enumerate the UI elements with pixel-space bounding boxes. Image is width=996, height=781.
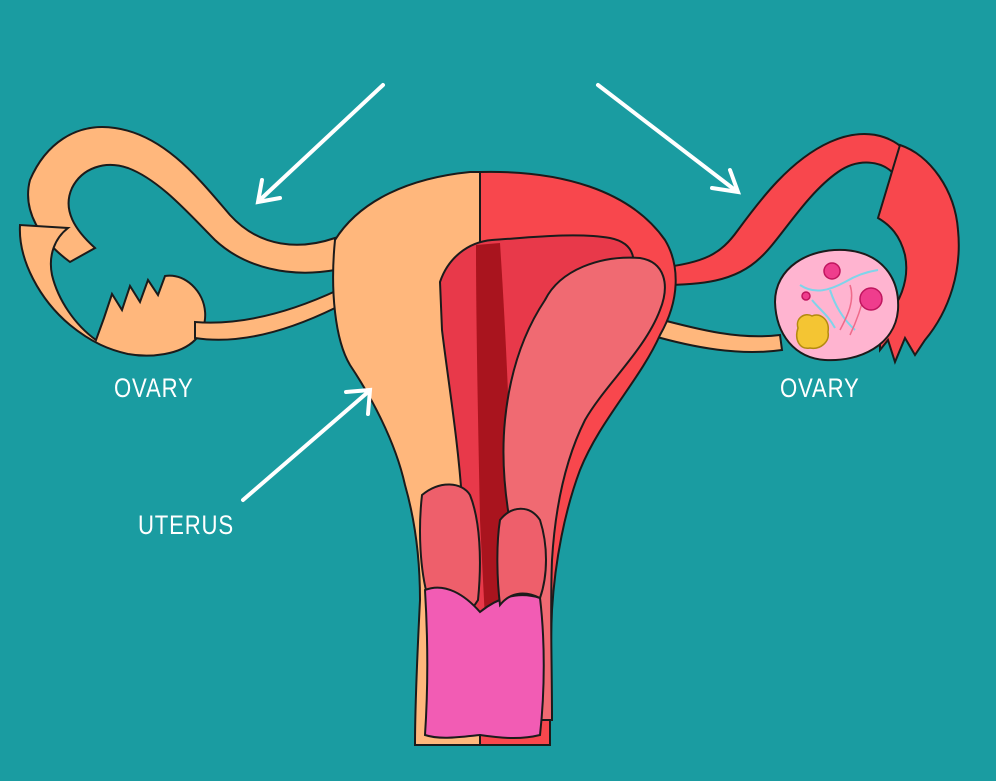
follicle-tiny bbox=[801, 291, 811, 301]
label-ovary-left: OVARY bbox=[114, 373, 194, 403]
cervix-right bbox=[496, 507, 547, 608]
label-uterus: UTERUS bbox=[138, 510, 234, 540]
left-fallopian-tube bbox=[27, 126, 336, 274]
uterine-wall-right bbox=[502, 256, 666, 721]
arrow-left-tube bbox=[255, 83, 385, 205]
corpus-luteum bbox=[796, 314, 829, 350]
left-fimbriae bbox=[18, 223, 207, 357]
vaginal-canal bbox=[423, 586, 545, 739]
right-ovary bbox=[773, 248, 900, 362]
right-ovarian-ligament bbox=[648, 316, 784, 354]
follicle-small bbox=[823, 262, 841, 280]
follicle-large bbox=[859, 287, 883, 311]
ovary-blood-vessels bbox=[799, 269, 879, 331]
label-ovary-right: OVARY bbox=[780, 373, 860, 403]
arrow-uterus bbox=[241, 387, 373, 502]
arrow-right-tube bbox=[596, 83, 742, 195]
left-ovarian-ligament bbox=[194, 288, 340, 341]
